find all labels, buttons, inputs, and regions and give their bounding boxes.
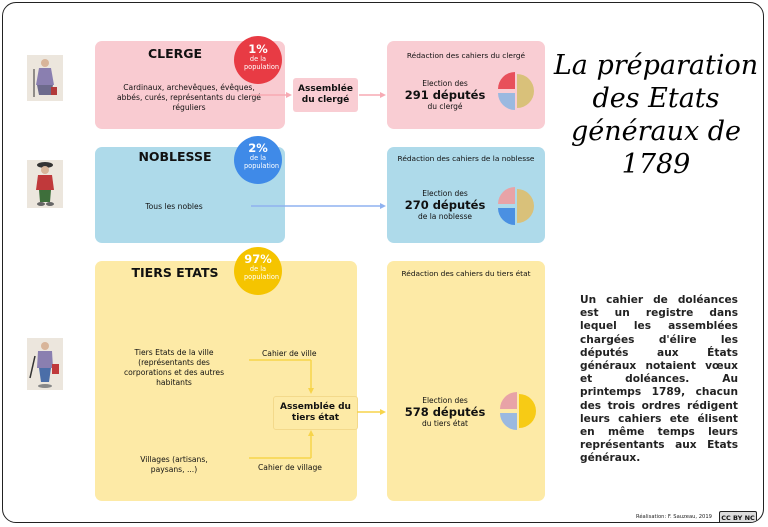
page-title: La préparation des Etats généraux de 178… xyxy=(553,50,759,180)
noblesse-election-label: Election des xyxy=(422,189,468,198)
tiers-election: Election des 578 députés du tiers état xyxy=(389,396,501,428)
creative-commons-icon: CC BY NC SA xyxy=(719,511,757,522)
tiers-percent-label: de la population xyxy=(244,265,280,281)
cahier-village-label: Cahier de village xyxy=(258,463,322,472)
clerge-percent: 1% xyxy=(248,42,268,56)
credit-text: Réalisation: F. Sauzeau, 2019 xyxy=(636,514,712,520)
noblesse-pie xyxy=(498,187,534,225)
clerge-deputies: 291 députés xyxy=(404,88,486,102)
noblesse-election: Election des 270 députés de la noblesse xyxy=(389,189,501,221)
tiers-box xyxy=(95,261,357,501)
clerge-title: CLERGE xyxy=(147,46,203,61)
tiers-ville: Tiers Etats de la ville (représentants d… xyxy=(123,348,225,387)
tiers-redaction-box xyxy=(387,261,545,501)
tiers-arrows xyxy=(249,359,386,459)
tiers-title: TIERS ETATS xyxy=(131,265,219,280)
noblesse-percent-badge: 2% de la population xyxy=(234,136,282,184)
clerge-percent-label: de la population xyxy=(244,55,280,71)
tiers-percent-badge: 97% de la population xyxy=(234,247,282,295)
description-text: Un cahier de doléances est un registre d… xyxy=(580,294,738,465)
arrows-and-pies xyxy=(249,72,536,459)
tiers-election-label: Election des xyxy=(422,396,468,405)
noble-figure-icon xyxy=(27,160,63,208)
noblesse-percent-label: de la population xyxy=(244,154,280,170)
clergy-figure-icon xyxy=(27,55,63,101)
clerge-percent-badge: 1% de la population xyxy=(234,36,282,84)
clerge-election: Election des 291 députés du clergé xyxy=(389,79,501,111)
clerge-assembly: Assemblée du clergé xyxy=(293,78,358,112)
noblesse-arrow xyxy=(251,203,386,209)
tiers-redaction: Rédaction des cahiers du tiers état xyxy=(401,269,531,278)
noblesse-deputies-of: de la noblesse xyxy=(417,212,473,221)
clerge-election-label: Election des xyxy=(422,79,468,88)
clerge-members: Cardinaux, archevêques, évêques, abbés, … xyxy=(117,83,261,112)
noblesse-members: Tous les nobles xyxy=(145,202,203,211)
noblesse-redaction: Rédaction des cahiers de la noblesse xyxy=(397,154,535,163)
noblesse-deputies: 270 députés xyxy=(404,198,486,212)
tiers-percent: 97% xyxy=(244,252,272,266)
noblesse-title: NOBLESSE xyxy=(138,149,212,164)
clerge-deputies-of: du clergé xyxy=(427,102,463,111)
noblesse-percent: 2% xyxy=(248,141,268,155)
tiers-pie xyxy=(500,392,536,430)
cahier-ville-label: Cahier de ville xyxy=(262,349,317,358)
clerge-redaction: Rédaction des cahiers du clergé xyxy=(406,51,526,60)
tiers-assembly: Assemblée du tiers état xyxy=(273,396,358,430)
tiers-deputies: 578 députés xyxy=(404,405,486,419)
clerge-pie xyxy=(498,72,534,110)
clerge-arrows xyxy=(251,92,386,98)
peasant-figure-icon xyxy=(27,338,63,390)
tiers-deputies-of: du tiers état xyxy=(421,419,468,428)
tiers-villages: Villages (artisans, paysans, ...) xyxy=(140,455,208,474)
